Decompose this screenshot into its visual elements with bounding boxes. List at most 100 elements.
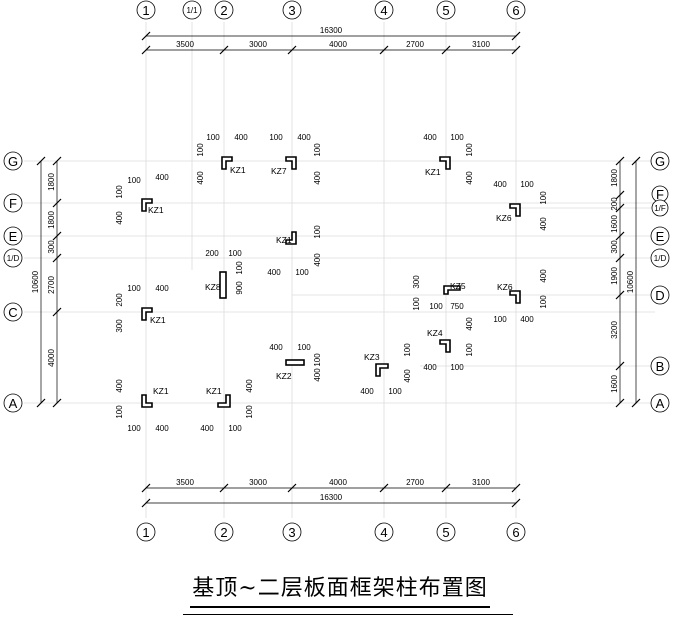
svg-text:KZ4: KZ4: [427, 328, 443, 338]
bottom-span-5: 3100: [472, 478, 490, 487]
drawing-title: 基顶~二层板面框架柱布置图: [0, 575, 680, 608]
right-grid-label: A: [656, 396, 665, 411]
bottom-span-3: 4000: [329, 478, 347, 487]
axis-lines: [24, 22, 655, 518]
svg-text:300: 300: [115, 319, 124, 333]
svg-text:400: 400: [297, 133, 311, 142]
svg-text:KZ1: KZ1: [206, 386, 222, 396]
svg-text:400: 400: [423, 133, 437, 142]
right-span-5: 1900: [610, 267, 619, 285]
svg-text:400: 400: [200, 424, 214, 433]
right-grid-label: G: [655, 154, 665, 169]
svg-text:400: 400: [360, 387, 374, 396]
svg-text:KZ1: KZ1: [153, 386, 169, 396]
bottom-total-dim: 16300: [320, 493, 343, 502]
left-span-4: 2700: [47, 276, 56, 294]
svg-text:KZ7: KZ7: [271, 166, 287, 176]
svg-text:KZ1: KZ1: [425, 167, 441, 177]
column-kz1: KZ1 400 100 400 100: [200, 379, 254, 433]
top-span-1: 3500: [176, 40, 194, 49]
svg-text:100: 100: [465, 343, 474, 357]
svg-text:KZ6: KZ6: [496, 213, 512, 223]
top-dimension-chain: 16300 3500 3000 4000 2700 3100: [141, 26, 521, 55]
column-kz6: KZ6 400 100 100 400: [493, 180, 548, 231]
left-grid-label: G: [8, 154, 18, 169]
right-span-1: 1800: [610, 169, 619, 187]
column-kz1: KZ1 100 400 100 400: [196, 133, 248, 185]
top-span-5: 3100: [472, 40, 490, 49]
top-grid-label: 1/1: [186, 6, 198, 15]
bottom-span-2: 3000: [249, 478, 267, 487]
svg-text:100: 100: [269, 133, 283, 142]
svg-text:100: 100: [115, 185, 124, 199]
svg-text:400: 400: [465, 171, 474, 185]
bottom-grid-label: 6: [512, 525, 519, 540]
svg-text:100: 100: [297, 343, 311, 352]
svg-text:400: 400: [115, 379, 124, 393]
svg-text:KZ6: KZ6: [497, 282, 513, 292]
svg-text:400: 400: [539, 269, 548, 283]
right-dimension-chain: 1800 200 1600 300 1900 3200 1600 10600: [610, 156, 641, 408]
svg-text:KZ5: KZ5: [450, 281, 466, 291]
top-grid-label: 6: [512, 3, 519, 18]
svg-text:100: 100: [245, 405, 254, 419]
svg-text:100: 100: [412, 297, 421, 311]
svg-text:100: 100: [450, 133, 464, 142]
column-kz1: KZ1 100 400 100 400: [115, 173, 169, 225]
svg-text:750: 750: [450, 302, 464, 311]
column-kz6: KZ6 400 100 100 400: [493, 269, 548, 324]
svg-text:400: 400: [155, 173, 169, 182]
left-span-5: 4000: [47, 349, 56, 367]
svg-text:KZ3: KZ3: [364, 352, 380, 362]
right-span-4: 300: [610, 240, 619, 254]
bottom-dimension-chain: 3500 3000 4000 2700 3100 16300: [141, 478, 521, 508]
svg-text:100: 100: [127, 424, 141, 433]
top-grid-label: 1: [142, 3, 149, 18]
svg-text:400: 400: [520, 315, 534, 324]
svg-text:200: 200: [205, 249, 219, 258]
left-grid-label: F: [9, 196, 17, 211]
column-kz4: KZ4 400 100 400 100: [423, 317, 474, 372]
svg-text:400: 400: [234, 133, 248, 142]
bottom-grid-label: 5: [442, 525, 449, 540]
svg-text:100: 100: [313, 143, 322, 157]
right-grid-bubbles: G F 1/F E 1/D D B A: [650, 151, 670, 413]
left-span-2: 1800: [47, 211, 56, 229]
svg-text:100: 100: [235, 261, 244, 275]
svg-text:100: 100: [465, 143, 474, 157]
top-grid-label: 5: [442, 3, 449, 18]
left-grid-label: C: [8, 305, 17, 320]
column-kz3: KZ3 100 400 400 100: [360, 343, 412, 396]
bottom-grid-bubbles: 1 2 3 4 5 6: [136, 522, 526, 542]
svg-text:100: 100: [228, 424, 242, 433]
drawing-title-text: 基顶~二层板面框架柱布置图: [190, 575, 490, 608]
top-total-dim: 16300: [320, 26, 343, 35]
svg-text:100: 100: [388, 387, 402, 396]
bottom-grid-label: 2: [220, 525, 227, 540]
bottom-grid-label: 1: [142, 525, 149, 540]
svg-text:100: 100: [206, 133, 220, 142]
svg-text:100: 100: [403, 343, 412, 357]
top-grid-label: 3: [288, 3, 295, 18]
top-grid-label: 4: [380, 3, 387, 18]
right-span-7: 1600: [610, 375, 619, 393]
right-grid-label: F: [656, 187, 664, 202]
svg-text:300: 300: [412, 275, 421, 289]
svg-text:KZ1: KZ1: [276, 235, 292, 245]
column-kz1: KZ1 100 400 400 100: [267, 225, 322, 277]
svg-text:KZ1: KZ1: [230, 165, 246, 175]
svg-text:100: 100: [520, 180, 534, 189]
left-total-dim: 10600: [31, 270, 40, 293]
left-grid-label: E: [9, 229, 18, 244]
svg-text:400: 400: [423, 363, 437, 372]
svg-text:100: 100: [429, 302, 443, 311]
svg-text:KZ2: KZ2: [276, 371, 292, 381]
svg-text:100: 100: [493, 315, 507, 324]
svg-text:100: 100: [115, 405, 124, 419]
bottom-span-4: 2700: [406, 478, 424, 487]
svg-text:100: 100: [295, 268, 309, 277]
column-kz1: KZ1 400 100 100 400: [423, 133, 474, 185]
top-span-4: 2700: [406, 40, 424, 49]
top-span-2: 3000: [249, 40, 267, 49]
